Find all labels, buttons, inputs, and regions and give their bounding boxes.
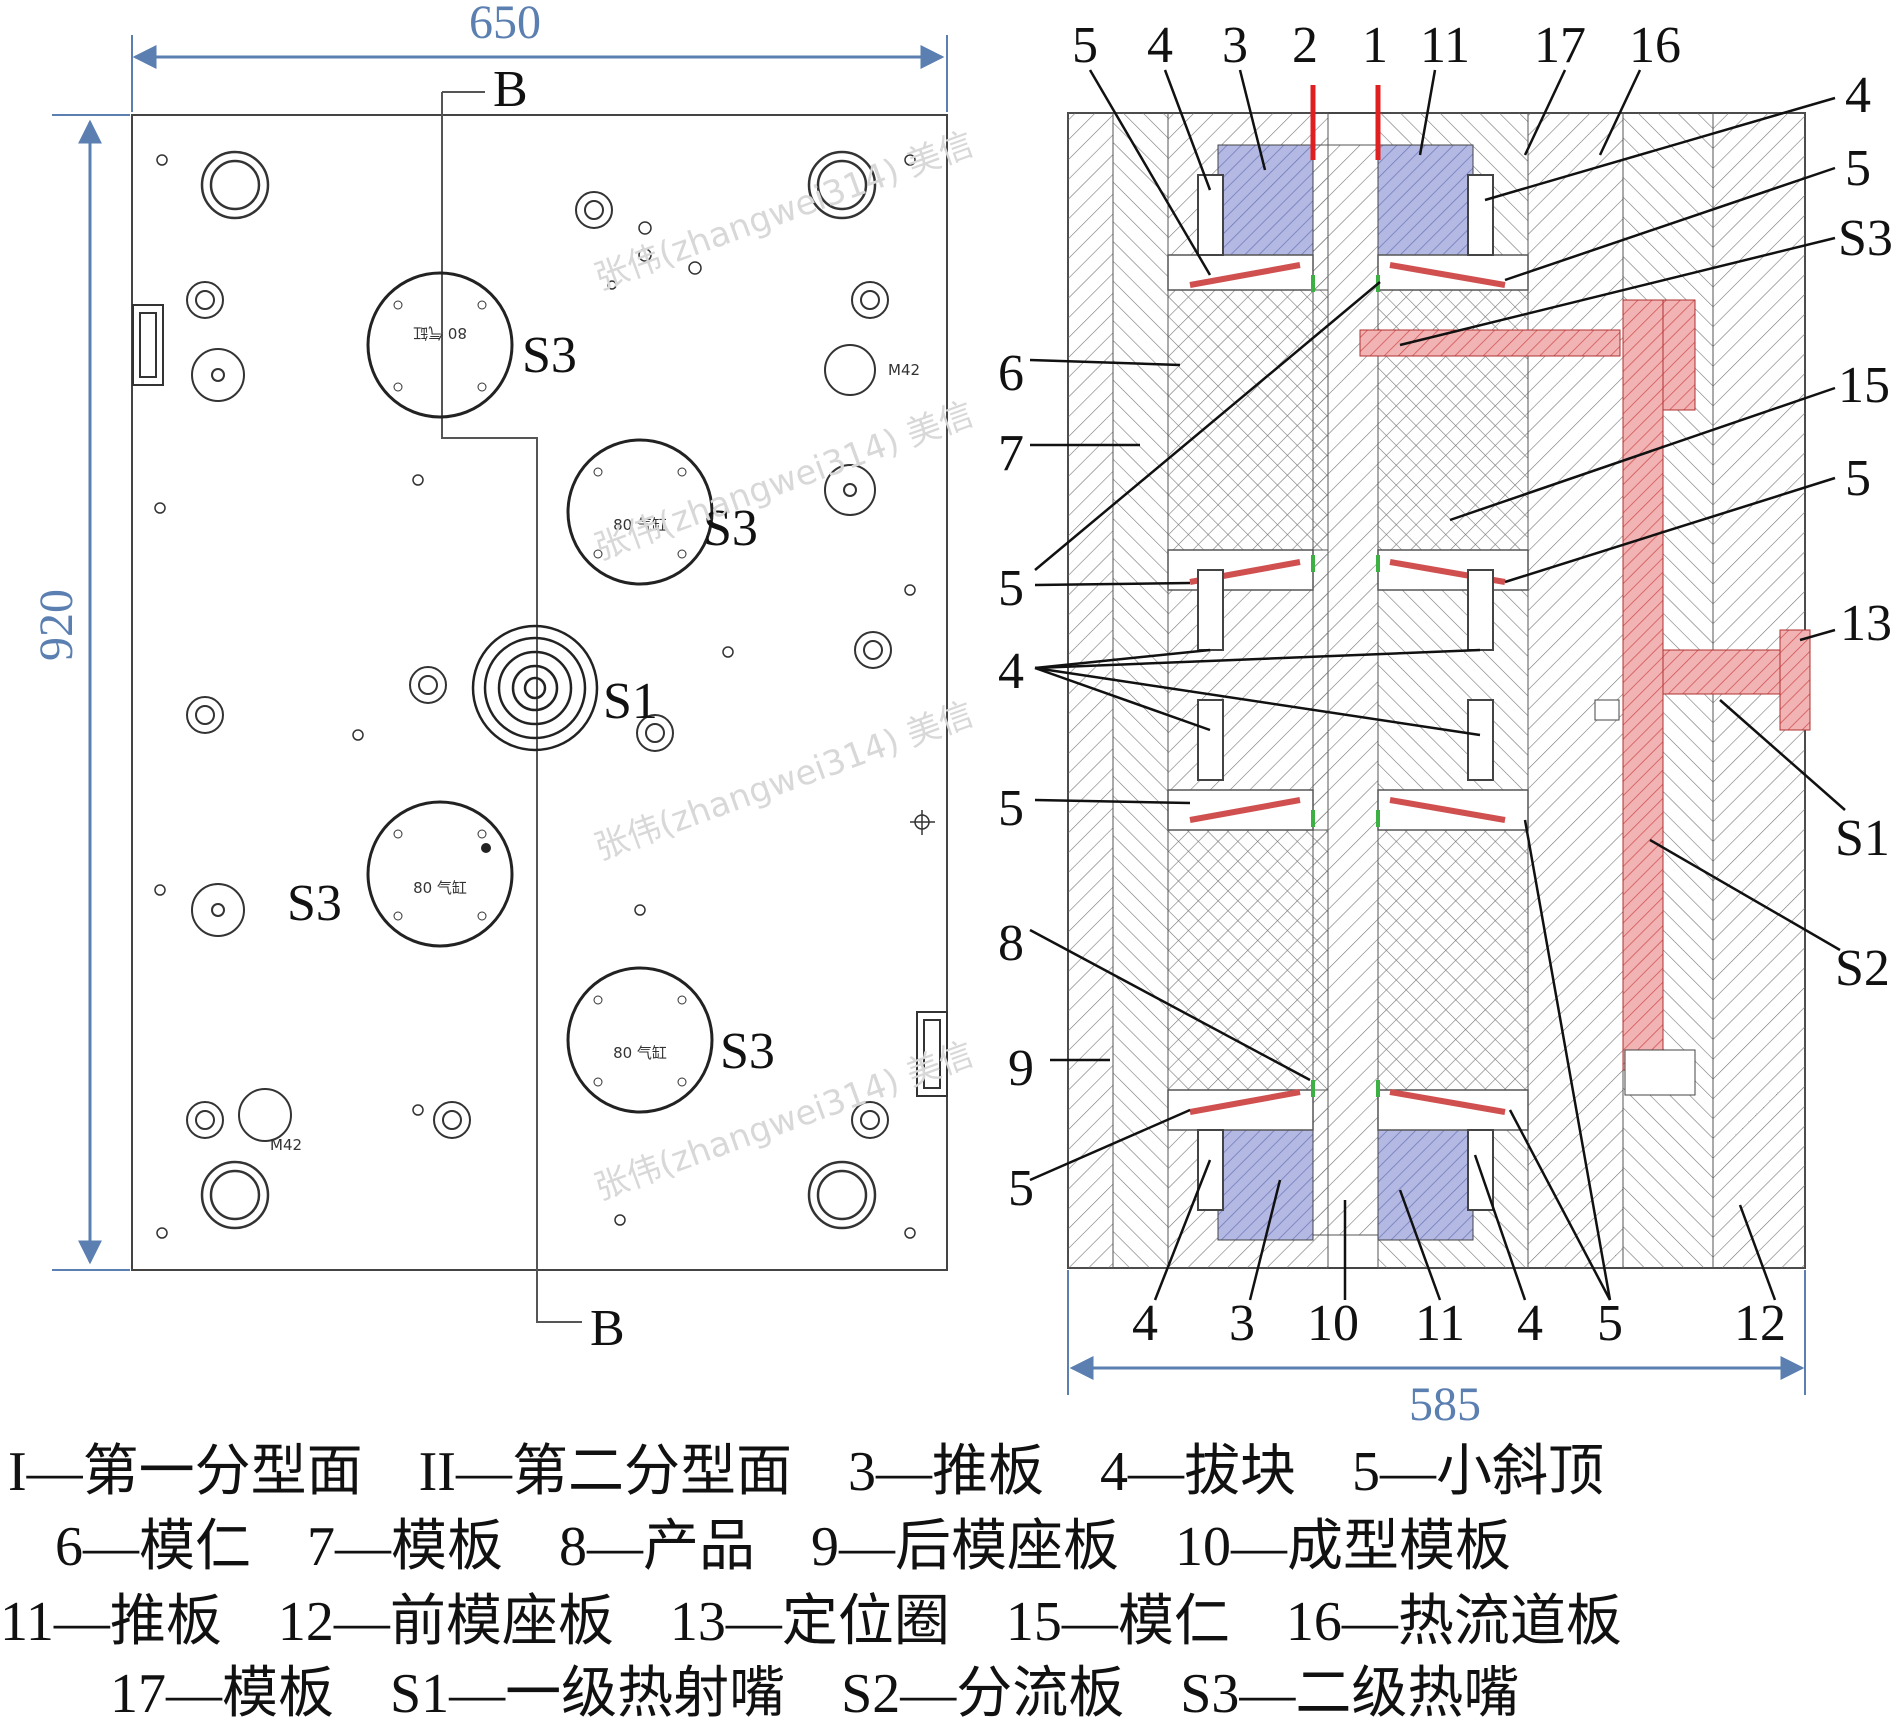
legend-line-2: 6—模仁 7—模板 8—产品 9—后模座板 10—成型模板	[55, 1516, 1511, 1578]
svg-text:5: 5	[1845, 140, 1871, 197]
hot-runner-top-nozzle	[1359, 329, 1621, 357]
svg-text:5: 5	[1072, 17, 1098, 74]
hot-runner-manifold	[1622, 299, 1664, 1071]
section-view: 5 8 5	[998, 17, 1893, 1431]
svg-text:5: 5	[1845, 450, 1871, 507]
svg-text:S1: S1	[1835, 810, 1890, 867]
push-plate-top-right	[1377, 144, 1474, 256]
width-dim-label: 650	[469, 0, 541, 49]
svg-text:S3: S3	[522, 327, 577, 384]
legend-line-4: 17—模板 S1—一级热射嘴 S2—分流板 S3—二级热嘴	[110, 1663, 1519, 1722]
svg-text:8: 8	[998, 915, 1024, 972]
secondary-nozzle-2: 80 气缸 S3	[566, 438, 758, 586]
svg-text:5: 5	[1597, 1295, 1623, 1352]
svg-text:16: 16	[1629, 17, 1681, 74]
svg-text:80 气缸: 80 气缸	[613, 516, 667, 534]
svg-text:5: 5	[998, 560, 1024, 617]
svg-text:80 气缸: 80 气缸	[613, 1044, 667, 1062]
guide-bushes	[200, 150, 877, 1230]
height-dim-label: 920	[30, 589, 83, 661]
svg-text:S2: S2	[1835, 940, 1890, 997]
secondary-nozzle-4: 80 气缸 S3	[566, 966, 775, 1114]
legend-line-3: 11—推板 12—前模座板 13—定位圈 15—模仁 16—热流道板	[0, 1591, 1622, 1653]
push-plate-bottom-right	[1377, 1129, 1474, 1241]
lifting-handles	[132, 304, 948, 1097]
svg-text:7: 7	[998, 425, 1024, 482]
svg-text:5: 5	[1008, 1160, 1034, 1217]
secondary-nozzle-3: 80 气缸 S3	[287, 800, 514, 948]
svg-text:S1: S1	[603, 673, 658, 730]
mold-plate-outline	[131, 114, 948, 1271]
svg-text:80 气缸: 80 气缸	[413, 879, 467, 897]
small-holes	[154, 154, 916, 1239]
svg-text:4: 4	[998, 643, 1024, 700]
hot-runner-main-nozzle	[1662, 649, 1784, 695]
svg-text:17: 17	[1534, 17, 1586, 74]
svg-text:4: 4	[1147, 17, 1173, 74]
svg-text:S3: S3	[287, 875, 342, 932]
svg-text:S3: S3	[720, 1023, 775, 1080]
locating-ring	[1779, 629, 1811, 731]
legend: I—第一分型面 II—第二分型面 3—推板 4—拔块 5—小斜顶 6—模仁 7—…	[0, 1441, 1622, 1722]
svg-text:3: 3	[1222, 17, 1248, 74]
svg-text:M42: M42	[270, 1136, 302, 1154]
svg-text:10: 10	[1307, 1295, 1359, 1352]
secondary-nozzle-1: 80 气缸 S3	[366, 271, 577, 419]
svg-text:80 气缸: 80 气缸	[413, 324, 467, 342]
screw-holes	[186, 191, 892, 1142]
section-label-top: B	[493, 61, 528, 118]
svg-text:12: 12	[1734, 1295, 1786, 1352]
svg-text:9: 9	[1008, 1040, 1034, 1097]
main-nozzle: S1	[471, 624, 658, 752]
svg-text:S3: S3	[1838, 210, 1893, 267]
push-plate-top-left	[1217, 144, 1314, 256]
section-line	[441, 92, 582, 1323]
svg-text:11: 11	[1415, 1295, 1465, 1352]
section-label-bottom: B	[590, 1300, 625, 1357]
svg-text:13: 13	[1840, 595, 1892, 652]
legend-line-1: I—第一分型面 II—第二分型面 3—推板 4—拔块 5—小斜顶	[8, 1441, 1604, 1503]
section-width-dim-label: 585	[1409, 1378, 1481, 1431]
svg-text:1: 1	[1362, 17, 1388, 74]
svg-text:3: 3	[1229, 1295, 1255, 1352]
svg-text:15: 15	[1838, 357, 1890, 414]
svg-text:4: 4	[1132, 1295, 1158, 1352]
svg-text:4: 4	[1517, 1295, 1543, 1352]
push-plate-bottom-left	[1217, 1129, 1314, 1241]
svg-text:S3: S3	[703, 500, 758, 557]
svg-text:4: 4	[1845, 67, 1871, 124]
svg-text:2: 2	[1292, 17, 1318, 74]
svg-text:11: 11	[1420, 17, 1470, 74]
svg-text:M42: M42	[888, 361, 920, 379]
plan-view: 650 920 B B	[30, 0, 979, 1357]
svg-text:6: 6	[998, 345, 1024, 402]
svg-text:5: 5	[998, 780, 1024, 837]
